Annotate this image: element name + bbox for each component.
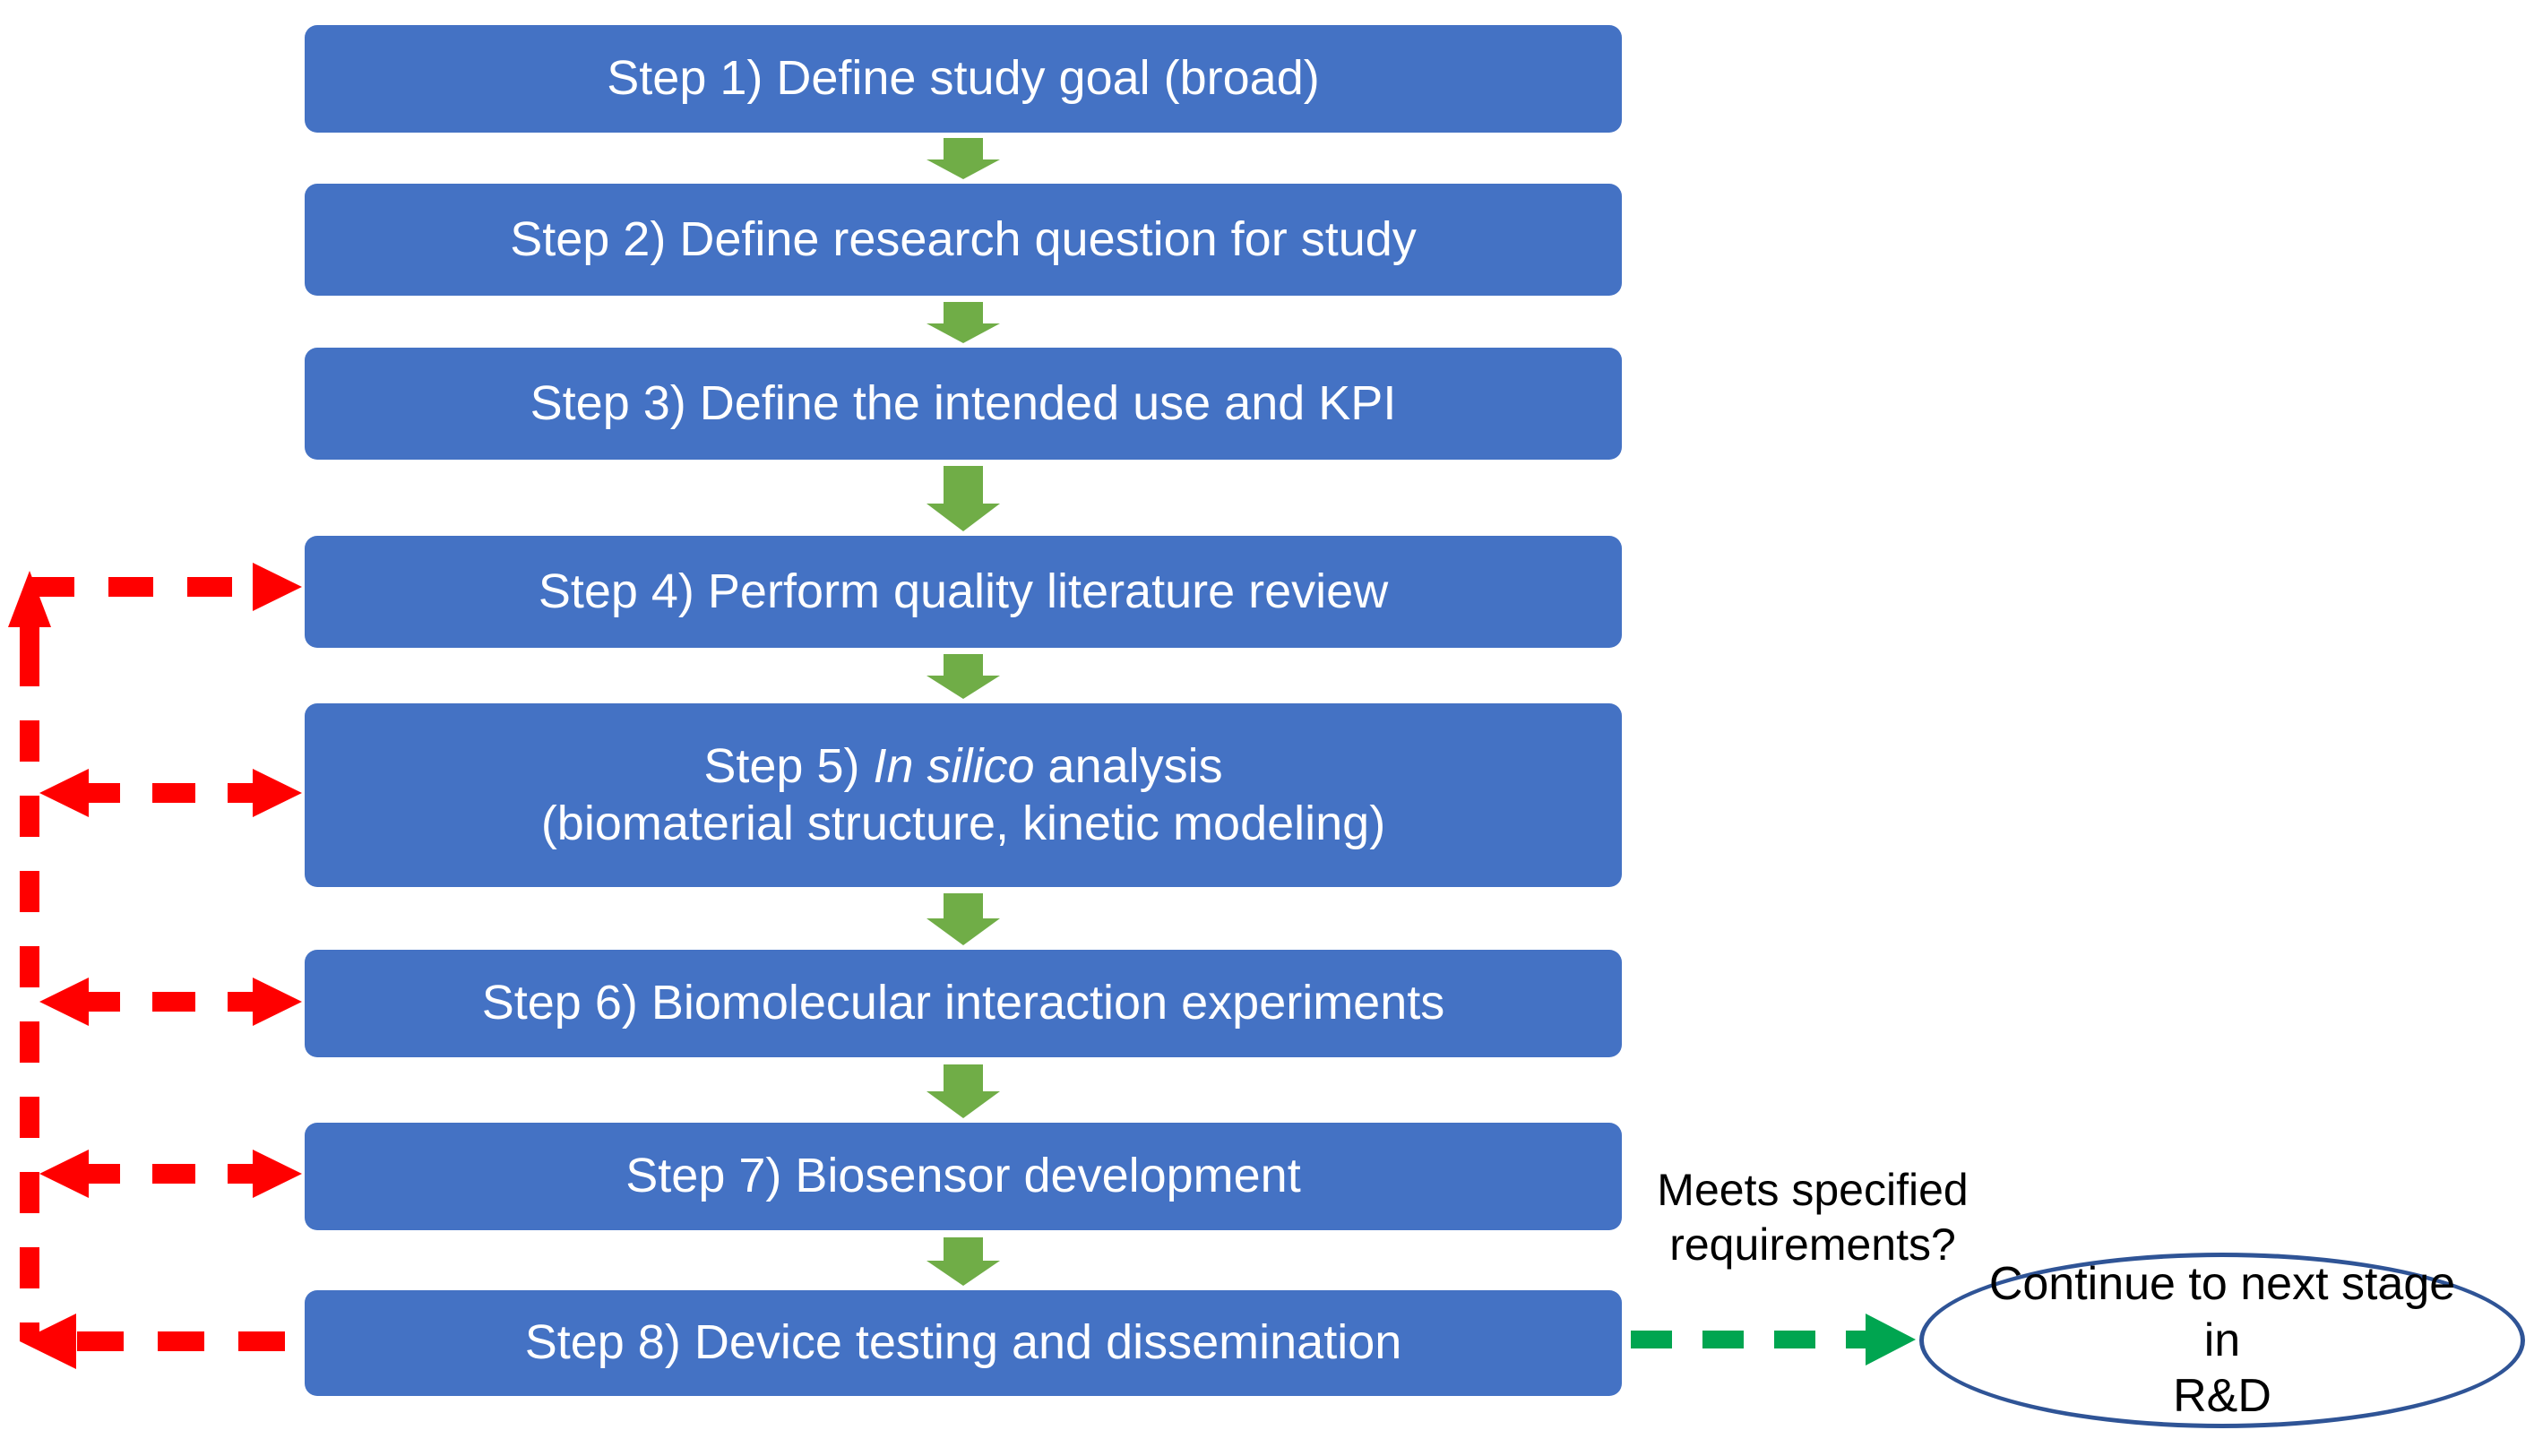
step-1-label: Step 1) Define study goal (broad) [607, 51, 1320, 106]
step-4-label: Step 4) Perform quality literature revie… [538, 564, 1389, 618]
step-box-8[interactable]: Step 8) Device testing and dissemination [305, 1290, 1622, 1396]
step-5-prefix: Step 5) [703, 738, 874, 793]
step-box-4[interactable]: Step 4) Perform quality literature revie… [305, 536, 1622, 648]
step-box-3[interactable]: Step 3) Define the intended use and KPI [305, 348, 1622, 460]
decision-label-line-1: Meets specified [1657, 1165, 1969, 1215]
step-8-label: Step 8) Device testing and dissemination [524, 1315, 1402, 1370]
flow-arrow-down-4 [927, 654, 1000, 699]
flow-arrow-down-5 [927, 893, 1000, 945]
step-2-label: Step 2) Define research question for stu… [510, 211, 1417, 266]
step-box-6[interactable]: Step 6) Biomolecular interaction experim… [305, 950, 1622, 1057]
feedback-loop-group [8, 563, 302, 1369]
step-box-5[interactable]: Step 5) In silico analysis (biomaterial … [305, 703, 1622, 887]
step-5-italic-term: In silico [873, 738, 1035, 793]
flow-arrow-down-7 [927, 1237, 1000, 1286]
flow-arrow-down-6 [927, 1064, 1000, 1118]
feedback-uparrow-head [8, 571, 51, 652]
step-7-label: Step 7) Biosensor development [625, 1149, 1301, 1203]
step-6-label: Step 6) Biomolecular interaction experim… [481, 976, 1445, 1030]
step-5-label-line-1: Step 5) In silico analysis [703, 738, 1222, 796]
outcome-arrow [1631, 1314, 1916, 1366]
feedback-arrow-step-4 [30, 563, 302, 611]
feedback-arrow-step-8 [20, 1314, 302, 1369]
decision-label-line-2: requirements? [1669, 1219, 1956, 1270]
outcome-line-2: R&D [2173, 1370, 2271, 1423]
flow-arrow-down-2 [927, 302, 1000, 343]
flow-arrow-down-1 [927, 138, 1000, 179]
outcome-ellipse[interactable]: Continue to next stage in R&D [1919, 1253, 2525, 1428]
feedback-arrow-step-6 [39, 978, 302, 1026]
step-box-1[interactable]: Step 1) Define study goal (broad) [305, 25, 1622, 133]
step-3-label: Step 3) Define the intended use and KPI [530, 375, 1397, 430]
decision-label: Meets specified requirements? [1633, 1163, 1992, 1272]
feedback-arrow-step-5 [39, 769, 302, 817]
outcome-line-1: Continue to next stage in [1988, 1258, 2456, 1366]
step-5-suffix: analysis [1034, 738, 1223, 793]
flow-arrow-down-3 [927, 466, 1000, 531]
feedback-arrow-step-7 [39, 1150, 302, 1198]
step-box-7[interactable]: Step 7) Biosensor development [305, 1123, 1622, 1230]
step-5-label-line-2: (biomaterial structure, kinetic modeling… [540, 796, 1386, 850]
step-box-2[interactable]: Step 2) Define research question for stu… [305, 184, 1622, 296]
